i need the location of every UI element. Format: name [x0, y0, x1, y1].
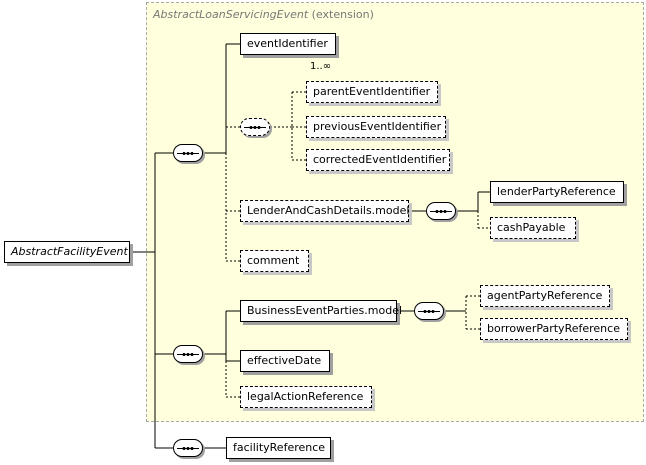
node-parent-event-identifier[interactable]: parentEventIdentifier — [306, 81, 438, 103]
sequence-compositor-1 — [173, 144, 203, 162]
sequence-dots-icon — [249, 126, 261, 129]
lender-sequence-compositor — [426, 202, 456, 220]
node-effective-date[interactable]: effectiveDate — [240, 350, 330, 372]
node-facility-reference[interactable]: facilityReference — [226, 437, 331, 459]
extension-suffix: (extension) — [311, 8, 374, 21]
root-node-abstract-facility-event[interactable]: AbstractFacilityEvent — [4, 241, 130, 263]
node-borrower-party-reference[interactable]: borrowerPartyReference — [480, 318, 628, 340]
sequence-dots-icon — [435, 210, 447, 213]
sequence-compositor-3 — [173, 439, 203, 457]
node-corrected-event-identifier[interactable]: correctedEventIdentifier — [306, 149, 450, 171]
node-cash-payable[interactable]: cashPayable — [490, 217, 576, 239]
cardinality-label: 1..∞ — [310, 61, 332, 72]
node-lender-party-reference[interactable]: lenderPartyReference — [490, 181, 624, 203]
optional-sequence-compositor — [240, 118, 270, 136]
sequence-compositor-2 — [173, 345, 203, 363]
sequence-dots-icon — [182, 152, 194, 155]
node-previous-event-identifier[interactable]: previousEventIdentifier — [306, 116, 446, 138]
extension-title: AbstractLoanServicingEvent (extension) — [153, 8, 374, 21]
sequence-dots-icon — [182, 353, 194, 356]
sequence-dots-icon — [182, 447, 194, 450]
extension-base-type: AbstractLoanServicingEvent — [153, 8, 309, 21]
sequence-dots-icon — [423, 310, 435, 313]
node-business-event-parties-model[interactable]: BusinessEventParties.model — [240, 300, 402, 322]
node-event-identifier[interactable]: eventIdentifier — [240, 33, 336, 55]
node-legal-action-reference[interactable]: legalActionReference — [240, 386, 372, 408]
node-comment[interactable]: comment — [240, 250, 309, 272]
node-agent-party-reference[interactable]: agentPartyReference — [480, 285, 610, 307]
node-lender-and-cash-details-model[interactable]: LenderAndCashDetails.model — [240, 200, 409, 222]
business-sequence-compositor — [414, 302, 444, 320]
